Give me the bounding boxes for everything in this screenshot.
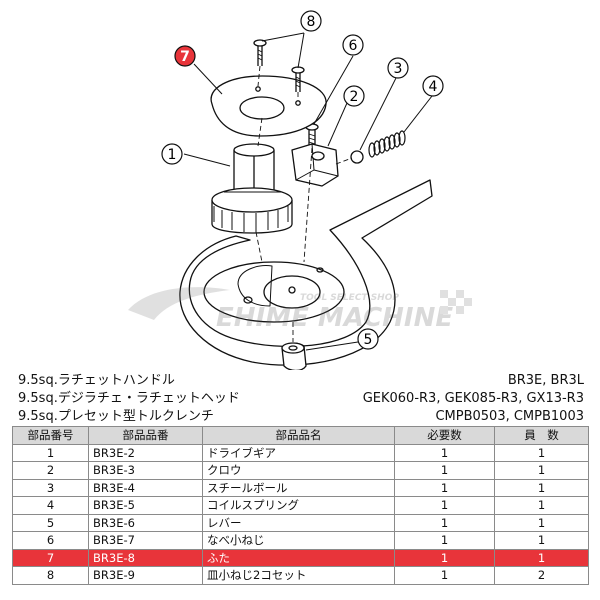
callout-2: 2 bbox=[343, 85, 365, 107]
cell-part-number: 1 bbox=[12, 443, 89, 462]
cell-part-name: ドライブギア bbox=[202, 443, 395, 462]
cell-part-code: BR3E-6 bbox=[88, 513, 203, 532]
applicable-products: 9.5sq.ラチェットハンドル BR3E, BR3L 9.5sq.デジラチェ・ラ… bbox=[18, 372, 584, 426]
header-part-number: 部品番号 bbox=[12, 426, 89, 445]
header-part-name: 部品品名 bbox=[202, 426, 395, 445]
cell-required-qty: 1 bbox=[394, 496, 495, 515]
watermark-flag-icon bbox=[440, 290, 472, 314]
callout-4-label: 4 bbox=[429, 79, 438, 95]
exploded-parts-diagram: TOOL SELECT SHOP EHIME MACHINE 8 6 7 3 4 bbox=[128, 10, 472, 370]
cell-part-code: BR3E-2 bbox=[88, 443, 203, 462]
header-required-qty: 必要数 bbox=[394, 426, 495, 445]
table-row-highlighted: 7 BR3E-8 ふた 1 1 bbox=[12, 548, 589, 567]
cell-part-number: 5 bbox=[12, 513, 89, 532]
cell-quantity: 1 bbox=[494, 531, 589, 550]
drive-gear bbox=[211, 143, 293, 234]
cell-part-number: 3 bbox=[12, 478, 89, 497]
cell-required-qty: 1 bbox=[394, 478, 495, 497]
cell-part-number: 4 bbox=[12, 496, 89, 515]
product-row: 9.5sq.ラチェットハンドル BR3E, BR3L bbox=[18, 372, 584, 390]
callout-6-label: 6 bbox=[349, 38, 358, 54]
callout-1: 1 bbox=[161, 143, 183, 165]
cell-part-name: レバー bbox=[202, 513, 395, 532]
callout-2-label: 2 bbox=[350, 89, 359, 105]
coil-spring bbox=[368, 130, 406, 158]
cell-required-qty: 1 bbox=[394, 566, 495, 585]
product-row: 9.5sq.プレセット型トルクレンチ CMPB0503, CMPB1003 bbox=[18, 408, 584, 426]
callout-8: 8 bbox=[300, 10, 322, 32]
cell-required-qty: 1 bbox=[394, 531, 495, 550]
table-row: 8 BR3E-9 皿小ねじ2コセット 1 2 bbox=[12, 566, 589, 585]
callout-3-label: 3 bbox=[394, 61, 403, 77]
cell-part-name: コイルスプリング bbox=[202, 496, 395, 515]
cell-part-code: BR3E-9 bbox=[88, 566, 203, 585]
cell-required-qty: 1 bbox=[394, 548, 495, 567]
pawl bbox=[291, 143, 339, 187]
callout-3: 3 bbox=[387, 57, 409, 79]
cell-part-number: 8 bbox=[12, 566, 89, 585]
cell-quantity: 1 bbox=[494, 513, 589, 532]
cell-part-name: 皿小ねじ2コセット bbox=[202, 566, 395, 585]
cell-quantity: 2 bbox=[494, 566, 589, 585]
product-name: 9.5sq.ラチェットハンドル bbox=[18, 373, 175, 388]
parts-table-header: 部品番号 部品品番 部品品名 必要数 員 数 bbox=[12, 426, 589, 445]
product-name: 9.5sq.デジラチェ・ラチェットヘッド bbox=[18, 391, 240, 406]
cell-part-code: BR3E-5 bbox=[88, 496, 203, 515]
callout-7-label: 7 bbox=[180, 49, 190, 65]
lever bbox=[281, 342, 307, 370]
cell-part-name: スチールボール bbox=[202, 478, 395, 497]
callout-6: 6 bbox=[342, 34, 364, 56]
cell-quantity: 1 bbox=[494, 496, 589, 515]
gear-bore bbox=[263, 275, 321, 309]
callout-8-label: 8 bbox=[307, 14, 316, 30]
product-models: CMPB0503, CMPB1003 bbox=[435, 409, 584, 424]
cell-part-number: 6 bbox=[12, 531, 89, 550]
watermark: TOOL SELECT SHOP EHIME MACHINE bbox=[128, 287, 472, 333]
cell-quantity: 1 bbox=[494, 478, 589, 497]
product-name: 9.5sq.プレセット型トルクレンチ bbox=[18, 409, 214, 424]
cell-required-qty: 1 bbox=[394, 513, 495, 532]
watermark-brand: EHIME MACHINE bbox=[216, 303, 453, 333]
cell-quantity: 1 bbox=[494, 443, 589, 462]
table-row: 1 BR3E-2 ドライブギア 1 1 bbox=[12, 443, 589, 462]
table-row: 6 BR3E-7 なべ小ねじ 1 1 bbox=[12, 531, 589, 550]
cell-part-name: ふた bbox=[202, 548, 395, 567]
steel-ball bbox=[350, 150, 364, 164]
header-part-code: 部品品番 bbox=[88, 426, 203, 445]
callout-4: 4 bbox=[422, 75, 444, 97]
callout-1-label: 1 bbox=[168, 147, 177, 163]
callout-5: 5 bbox=[357, 328, 379, 350]
cell-required-qty: 1 bbox=[394, 443, 495, 462]
cell-part-code: BR3E-3 bbox=[88, 461, 203, 480]
parts-table: 部品番号 部品品番 部品品名 必要数 員 数 1 BR3E-2 ドライブギア 1… bbox=[12, 426, 589, 585]
flat-head-screw-a bbox=[253, 39, 267, 66]
cell-required-qty: 1 bbox=[394, 461, 495, 480]
product-models: BR3E, BR3L bbox=[507, 373, 584, 388]
table-row: 4 BR3E-5 コイルスプリング 1 1 bbox=[12, 496, 589, 515]
product-row: 9.5sq.デジラチェ・ラチェットヘッド GEK060-R3, GEK085-R… bbox=[18, 390, 584, 408]
wrench-head-top bbox=[203, 261, 345, 323]
callout-5-label: 5 bbox=[364, 332, 373, 348]
callout-7: 7 bbox=[174, 45, 196, 67]
watermark-tagline: TOOL SELECT SHOP bbox=[300, 293, 399, 303]
cell-part-code: BR3E-7 bbox=[88, 531, 203, 550]
header-quantity: 員 数 bbox=[494, 426, 589, 445]
cell-part-name: なべ小ねじ bbox=[202, 531, 395, 550]
table-row: 2 BR3E-3 クロウ 1 1 bbox=[12, 461, 589, 480]
cell-part-number: 7 bbox=[12, 548, 89, 567]
table-row: 3 BR3E-4 スチールボール 1 1 bbox=[12, 478, 589, 497]
table-row: 5 BR3E-6 レバー 1 1 bbox=[12, 513, 589, 532]
cell-part-code: BR3E-4 bbox=[88, 478, 203, 497]
cell-part-code: BR3E-8 bbox=[88, 548, 203, 567]
watermark-swoosh-icon bbox=[128, 287, 230, 320]
cell-quantity: 1 bbox=[494, 461, 589, 480]
cell-quantity: 1 bbox=[494, 548, 589, 567]
cell-part-name: クロウ bbox=[202, 461, 395, 480]
wrench-body bbox=[179, 179, 433, 366]
cell-part-number: 2 bbox=[12, 461, 89, 480]
product-models: GEK060-R3, GEK085-R3, GX13-R3 bbox=[362, 391, 584, 406]
